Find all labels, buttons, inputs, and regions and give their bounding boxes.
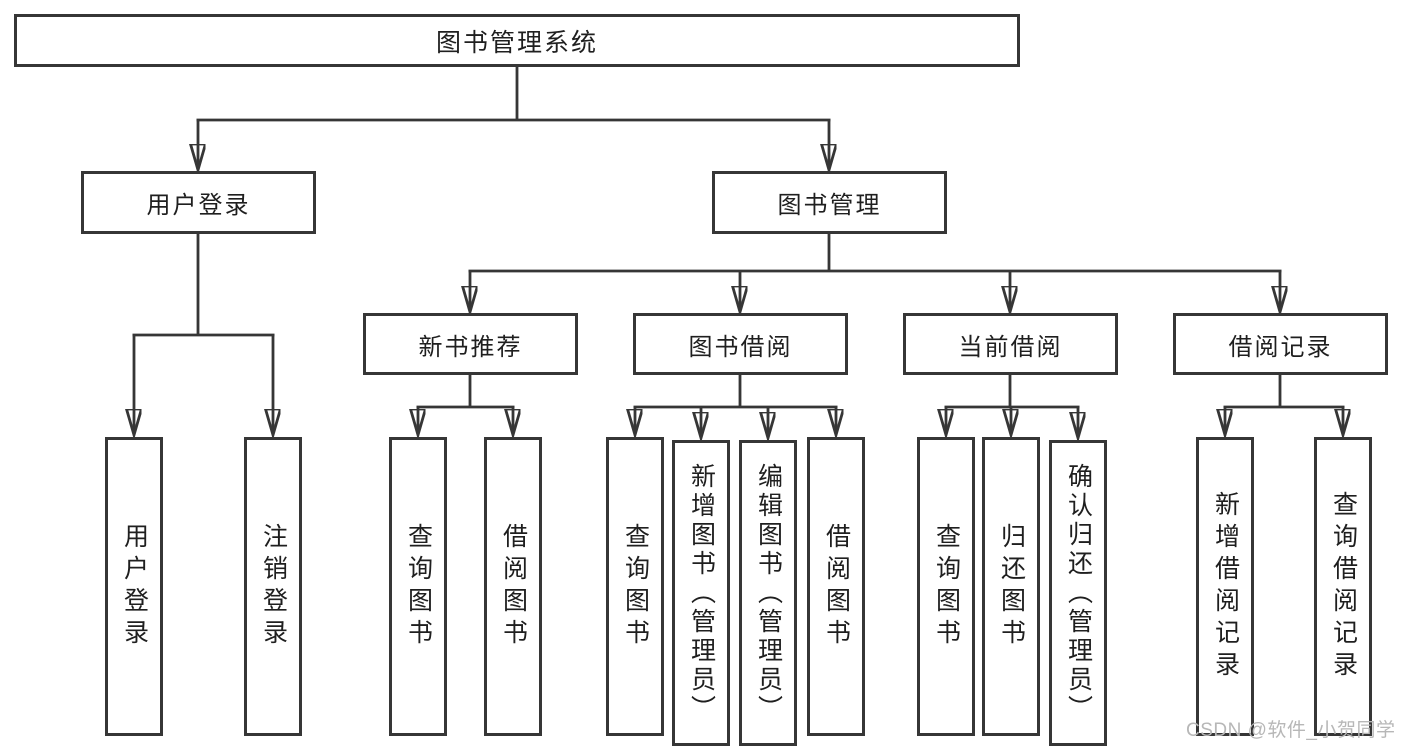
node-borrow-add-books-admin: 新增图书（管理员） (672, 440, 730, 746)
node-current-query-books: 查询图书 (917, 437, 975, 736)
node-borrow-records: 借阅记录 (1173, 313, 1388, 375)
leaf-label: 查询借阅记录 (1329, 490, 1358, 683)
node-new-book-recommend-label: 新书推荐 (418, 333, 523, 361)
node-newrec-borrow-books: 借阅图书 (484, 437, 542, 736)
leaf-label: 新增借阅记录 (1211, 490, 1240, 683)
node-current-confirm-return-admin: 确认归还（管理员） (1049, 440, 1107, 746)
branch-borrow-records (1224, 375, 1345, 435)
branch-root (197, 67, 831, 170)
leaf-label: 查询图书 (621, 522, 650, 651)
node-newrec-query-books: 查询图书 (389, 437, 447, 736)
node-current-borrow-label: 当前借阅 (958, 333, 1063, 361)
leaf-label: 注销登录 (259, 522, 288, 651)
node-borrow-query-books: 查询图书 (606, 437, 664, 736)
node-records-query-record: 查询借阅记录 (1314, 437, 1372, 736)
node-leaf-user-login: 用户登录 (105, 437, 163, 736)
branch-line (416, 375, 515, 409)
branch-line (468, 234, 1282, 273)
node-root: 图书管理系统 (14, 14, 1020, 67)
node-current-borrow: 当前借阅 (903, 313, 1118, 375)
leaf-label: 借阅图书 (499, 522, 528, 651)
leaf-label: 用户登录 (120, 522, 149, 651)
branch-line (1223, 375, 1345, 409)
node-borrow-records-label: 借阅记录 (1228, 333, 1333, 361)
leaf-label: 查询图书 (404, 522, 433, 651)
branch-line (633, 375, 838, 409)
branch-line (944, 375, 1080, 409)
leaf-label: 编辑图书（管理员） (754, 462, 783, 724)
node-root-label: 图书管理系统 (435, 28, 598, 57)
leaf-label: 新增图书（管理员） (687, 462, 716, 724)
node-leaf-logout: 注销登录 (244, 437, 302, 736)
branch-book-management (469, 234, 1282, 312)
node-new-book-recommend: 新书推荐 (363, 313, 578, 375)
branch-line (132, 234, 275, 337)
node-records-add-record: 新增借阅记录 (1196, 437, 1254, 736)
leaf-label: 归还图书 (997, 522, 1026, 651)
branch-user-login (133, 234, 275, 435)
node-borrow-edit-books-admin: 编辑图书（管理员） (739, 440, 797, 746)
node-book-management: 图书管理 (712, 171, 947, 234)
node-user-login-label: 用户登录 (146, 192, 251, 219)
node-book-borrow-label: 图书借阅 (688, 333, 793, 361)
node-book-management-label: 图书管理 (777, 192, 882, 219)
csdn-watermark: CSDN @软件_小贺同学 (1186, 720, 1396, 741)
branch-book-borrow (634, 375, 838, 438)
node-user-login: 用户登录 (81, 171, 316, 234)
node-book-borrow: 图书借阅 (633, 313, 848, 375)
leaf-label: 查询图书 (932, 522, 961, 651)
node-borrow-borrow-books: 借阅图书 (807, 437, 865, 736)
branch-current-borrow (945, 375, 1080, 438)
node-current-return-books: 归还图书 (982, 437, 1040, 736)
leaf-label: 借阅图书 (822, 522, 851, 651)
branch-new-book-recommend (417, 375, 515, 435)
leaf-label: 确认归还（管理员） (1064, 462, 1093, 724)
branch-line (196, 67, 831, 122)
